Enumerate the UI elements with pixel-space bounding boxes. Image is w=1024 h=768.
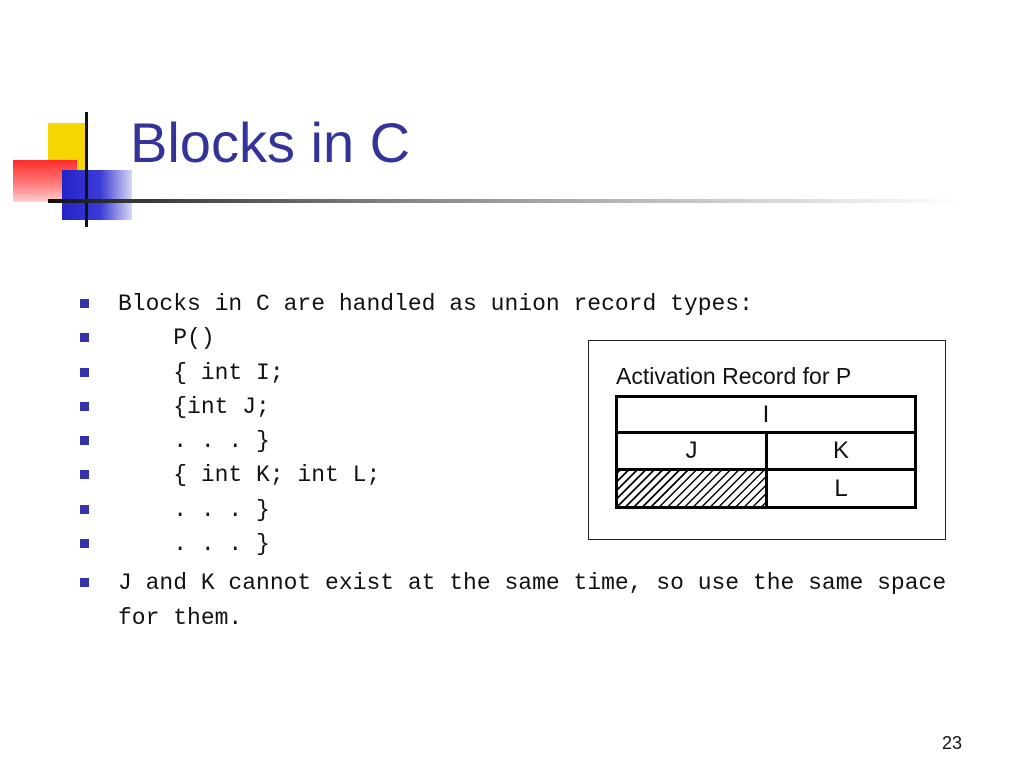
- bullet-text: . . . }: [118, 428, 270, 455]
- bullet-list: Blocks in C are handled as union record …: [76, 287, 976, 635]
- bullet-item: J and K cannot exist at the same time, s…: [76, 566, 960, 635]
- cell-l: L: [834, 474, 848, 502]
- bullet-text: { int I;: [118, 359, 284, 386]
- bullet-text: Blocks in C are handled as union record …: [118, 291, 753, 317]
- bullet-marker-icon: [80, 470, 89, 480]
- title-underline: [48, 199, 964, 203]
- cell-k: K: [768, 434, 914, 471]
- bullet-text: J and K cannot exist at the same time, s…: [118, 570, 960, 631]
- cell-j: J: [618, 434, 768, 471]
- cell-i: I: [618, 398, 914, 434]
- bullet-item: . . . }: [76, 424, 976, 458]
- slide-logo-decoration: [0, 0, 140, 240]
- bullet-marker-icon: [80, 401, 89, 411]
- activation-record-grid: I J K L: [615, 395, 917, 509]
- bullet-text: . . . }: [118, 496, 270, 523]
- bullet-marker-icon: [80, 504, 89, 514]
- bullet-item: . . . }: [76, 527, 976, 561]
- bullet-item: { int I;: [76, 356, 976, 390]
- bullet-item: . . . }: [76, 493, 976, 527]
- diagram-caption: Activation Record for P: [616, 363, 852, 389]
- bullet-marker-icon: [80, 333, 89, 343]
- bullet-marker-icon: [80, 367, 89, 377]
- bullet-text: {int J;: [118, 393, 270, 420]
- bullet-marker-icon: [80, 299, 89, 308]
- bullet-item: { int K; int L;: [76, 458, 976, 492]
- bullet-marker-icon: [80, 436, 89, 446]
- bullet-item: P(): [76, 321, 976, 355]
- bullet-text: { int K; int L;: [118, 462, 381, 489]
- activation-record-diagram: Activation Record for P I J K L: [588, 340, 946, 540]
- bullet-marker-icon: [80, 539, 89, 549]
- bullet-item: Blocks in C are handled as union record …: [76, 287, 976, 321]
- bullet-marker-icon: [80, 578, 89, 588]
- logo-vertical-line: [85, 112, 88, 227]
- hatched-unused-cell: [618, 471, 768, 506]
- bullet-text: P(): [118, 325, 215, 352]
- logo-blue-square: [62, 170, 132, 220]
- page-number: 23: [941, 733, 962, 753]
- bullet-text: . . . }: [118, 531, 270, 558]
- bullet-item: {int J;: [76, 390, 976, 424]
- slide-title: Blocks in C: [130, 111, 411, 174]
